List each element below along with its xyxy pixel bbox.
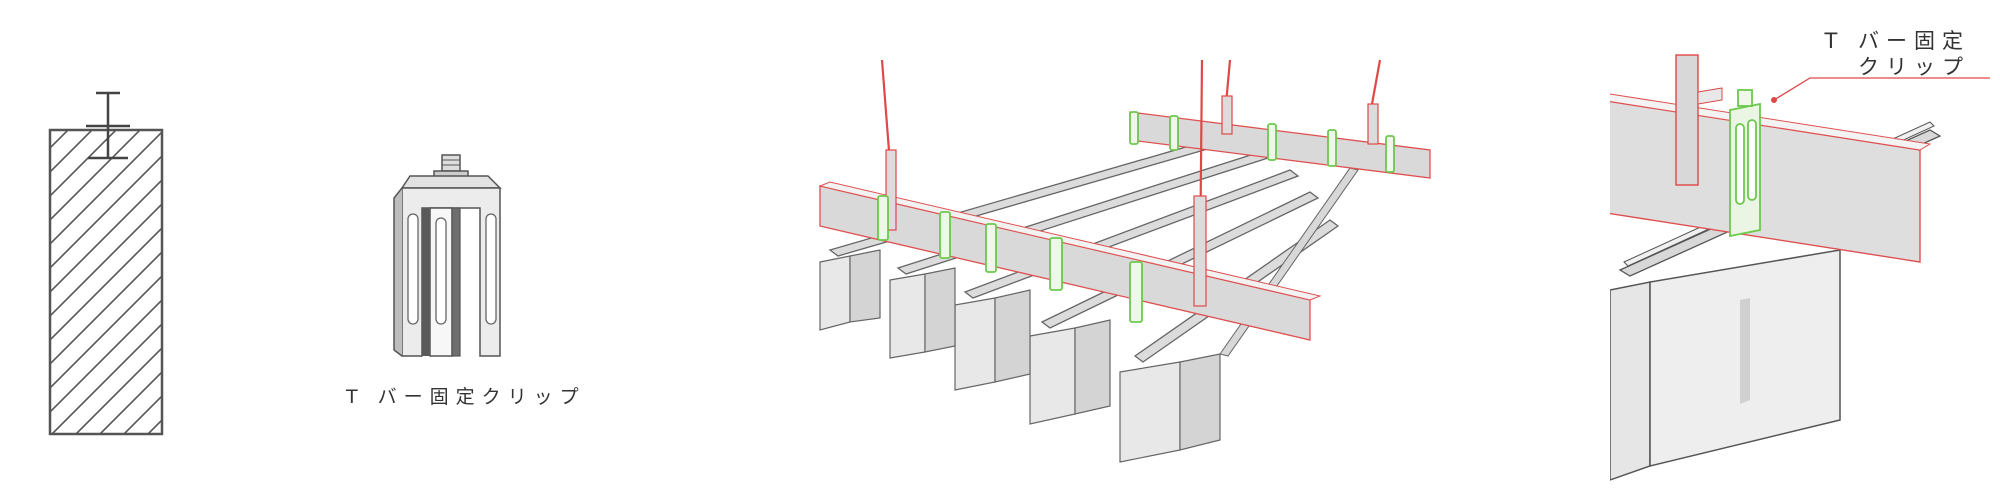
assembly-drawing [818,59,1431,463]
ceiling-panel [1029,327,1076,425]
t-bar-clip [1267,123,1277,161]
t-bar-clip [877,195,889,241]
clip-callout: T バー固定 クリップ [1824,28,1970,80]
detail-drawing [1610,54,1990,481]
assembly-perspective [790,0,1490,500]
ceiling-panel [819,255,851,331]
ceiling-panel [1610,281,1651,481]
t-bar-clip [985,223,997,273]
section-view [40,0,180,500]
t-bar-clip [1129,111,1139,145]
t-bar-clip [939,211,951,259]
t-bar-clip [1385,135,1395,173]
enlarged-detail [1610,0,1990,500]
clip-caption: T バー固定クリップ [346,386,586,408]
t-bar-clip [1169,115,1179,151]
ceiling-panel [1119,361,1181,463]
ceiling-panel [954,297,996,391]
hanger-rod [1370,59,1382,105]
ceiling-panel [889,273,926,359]
callout-line-1: T バー固定 [1824,29,1970,53]
t-bar-clip [1129,261,1143,323]
t-bar-clip [1327,129,1337,167]
section-drawing [48,91,164,436]
clip-detail [380,0,580,420]
bolt-head-icon [441,154,461,172]
clip-drawing [393,154,502,357]
bolt-head-icon [1737,89,1753,107]
hanger [1675,54,1699,186]
callout-line-2: クリップ [1858,55,1970,79]
t-bar-clip [1049,237,1063,291]
